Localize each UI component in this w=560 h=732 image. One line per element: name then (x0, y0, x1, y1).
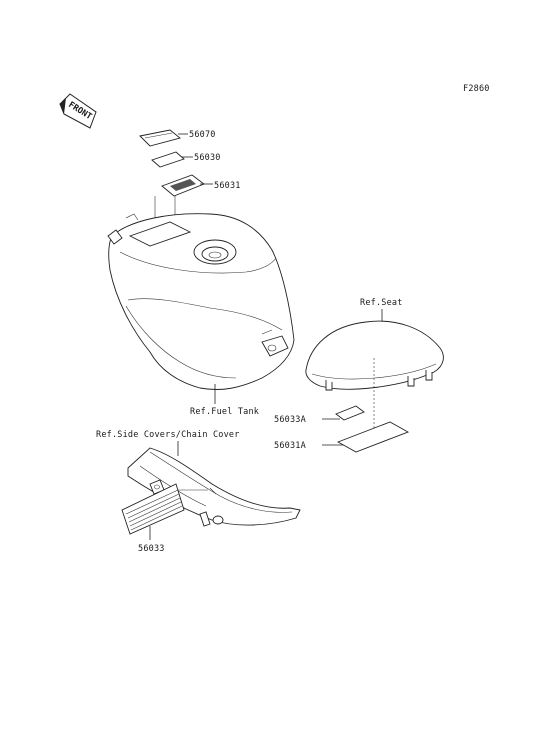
label-56031-part (161, 174, 205, 197)
ref-side-covers-label: Ref.Side Covers/Chain Cover (96, 430, 240, 440)
seat (305, 320, 444, 391)
label-56030-part (151, 151, 185, 168)
part-number-56031A: 56031A (274, 441, 306, 451)
fuel-tank (107, 213, 295, 390)
part-number-56030: 56030 (194, 153, 221, 163)
part-number-56033A: 56033A (274, 415, 306, 425)
label-56033-part (121, 483, 185, 535)
part-number-56070: 56070 (189, 130, 216, 140)
ref-seat-label: Ref.Seat (360, 298, 403, 308)
label-56031A-part (336, 421, 410, 453)
front-arrow-icon: FRONT (59, 93, 97, 129)
ref-fuel-tank-label: Ref.Fuel Tank (190, 407, 259, 417)
figure-code: F2860 (463, 84, 490, 94)
part-number-56033: 56033 (138, 544, 165, 554)
label-56033A-part (335, 405, 365, 421)
label-56070-part (139, 129, 181, 147)
part-number-56031: 56031 (214, 181, 241, 191)
